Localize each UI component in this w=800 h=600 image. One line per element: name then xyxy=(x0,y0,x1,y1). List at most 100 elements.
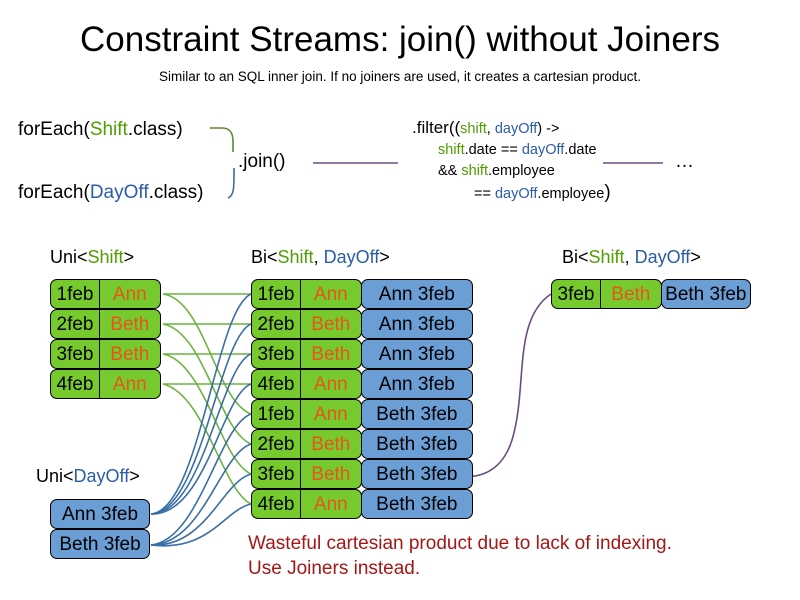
card-shift-employee: Beth xyxy=(299,459,362,489)
card-shift-date: 3feb xyxy=(50,339,100,369)
page-title: Constraint Streams: join() without Joine… xyxy=(80,20,720,59)
filter-arrow: ) -> xyxy=(537,121,560,137)
caption-bi-right-pre: Bi< xyxy=(562,247,589,267)
caption-uni-shift-post: > xyxy=(123,247,135,267)
card-dayoff-pair: Beth 3feb xyxy=(660,279,751,309)
foreach-shift-expression: forEach(Shift.class) xyxy=(18,118,183,141)
caption-uni-shift-pre: Uni< xyxy=(50,247,88,267)
card-dayoff-pair: Beth 3feb xyxy=(360,429,473,459)
caption-uni-dayoff-post: > xyxy=(129,466,140,486)
card-shift-date: 4feb xyxy=(251,489,301,519)
caption-bi-right: Bi<Shift, DayOff> xyxy=(562,246,701,268)
card-shift-date: 3feb xyxy=(251,339,301,369)
filter-l2-end: .date xyxy=(564,142,597,158)
foreach-shift-suffix: .class) xyxy=(127,119,183,140)
caption-uni-dayoff-type: DayOff xyxy=(73,466,130,486)
pipeline-ellipsis: … xyxy=(675,151,695,172)
card-dayoff-pair: Ann 3feb xyxy=(360,309,473,339)
card-shift-employee: Beth xyxy=(599,279,662,309)
caption-bi-right-post: > xyxy=(690,247,701,267)
card-shift-employee: Beth xyxy=(299,339,362,369)
caption-bi-middle-sep: , xyxy=(313,247,324,267)
filter-param-sep: , xyxy=(486,121,495,137)
card-shift-employee: Beth xyxy=(299,309,362,339)
filter-l3-shift: shift xyxy=(461,163,488,179)
card-shift-employee: Beth xyxy=(299,429,362,459)
filter-l3-end: .employee xyxy=(487,163,555,179)
caption-bi-right-type2: DayOff xyxy=(634,247,691,267)
card-shift-date: 2feb xyxy=(50,309,100,339)
filter-l3-pre: && xyxy=(438,163,462,179)
card-shift-employee: Ann xyxy=(98,369,161,399)
card-dayoff[interactable]: Ann 3feb xyxy=(50,499,150,529)
foreach-shift-prefix: forEach( xyxy=(18,119,90,140)
caption-uni-shift: Uni<Shift> xyxy=(50,246,134,268)
card-shift-date: 1feb xyxy=(50,279,100,309)
filter-line-1: .filter((shift, dayOff) -> xyxy=(412,117,611,140)
filter-close-paren: ) xyxy=(604,182,611,203)
card-dayoff-pair: Beth 3feb xyxy=(360,489,473,519)
filter-expression: .filter((shift, dayOff) -> shift.date ==… xyxy=(412,117,611,205)
card-shift-date: 1feb xyxy=(251,399,301,429)
card-dayoff[interactable]: Beth 3feb xyxy=(50,529,150,559)
card-shift-date: 4feb xyxy=(50,369,100,399)
card-dayoff-label: Beth 3feb xyxy=(50,529,150,559)
foreach-dayoff-prefix: forEach( xyxy=(18,182,90,203)
card-dayoff-label: Ann 3feb xyxy=(50,499,150,529)
filter-line-2: shift.date == dayOff.date xyxy=(412,140,611,161)
card-dayoff-pair: Ann 3feb xyxy=(360,279,473,309)
warning-line-1: Wasteful cartesian product due to lack o… xyxy=(248,533,672,554)
card-shift-employee: Ann xyxy=(98,279,161,309)
card-dayoff-pair: Ann 3feb xyxy=(360,369,473,399)
card-dayoff-pair: Ann 3feb xyxy=(360,339,473,369)
filter-open: .filter(( xyxy=(412,118,461,137)
page-subtitle: Similar to an SQL inner join. If no join… xyxy=(159,69,641,84)
card-dayoff-pair: Beth 3feb xyxy=(360,399,473,429)
warning-text: Wasteful cartesian product due to lack o… xyxy=(248,531,672,581)
filter-param-dayoff: dayOff xyxy=(494,121,538,137)
foreach-shift-type: Shift xyxy=(89,119,128,140)
card-shift-date: 3feb xyxy=(551,279,601,309)
filter-l2-mid: .date == xyxy=(464,142,522,158)
join-expression: .join() xyxy=(238,151,286,172)
caption-bi-middle-post: > xyxy=(379,247,390,267)
card-shift-date: 1feb xyxy=(251,279,301,309)
filter-line-4: == dayOff.employee) xyxy=(412,182,611,205)
filter-l4-end: .employee xyxy=(537,186,605,202)
caption-bi-middle-type2: DayOff xyxy=(323,247,380,267)
caption-bi-middle: Bi<Shift, DayOff> xyxy=(251,246,390,268)
caption-bi-middle-pre: Bi< xyxy=(251,247,278,267)
foreach-dayoff-expression: forEach(DayOff.class) xyxy=(18,181,204,204)
filter-l2-dayoff: dayOff xyxy=(521,142,565,158)
caption-uni-shift-type: Shift xyxy=(87,247,124,267)
card-shift-employee: Ann xyxy=(299,279,362,309)
card-shift-employee: Beth xyxy=(98,339,161,369)
card-dayoff-pair: Beth 3feb xyxy=(360,459,473,489)
card-shift-employee: Ann xyxy=(299,369,362,399)
caption-bi-right-type1: Shift xyxy=(588,247,625,267)
card-shift-date: 4feb xyxy=(251,369,301,399)
caption-uni-dayoff-pre: Uni< xyxy=(36,466,74,486)
card-shift-employee: Beth xyxy=(98,309,161,339)
filter-param-shift: shift xyxy=(460,121,487,137)
foreach-dayoff-type: DayOff xyxy=(89,182,149,203)
foreach-dayoff-suffix: .class) xyxy=(148,182,204,203)
